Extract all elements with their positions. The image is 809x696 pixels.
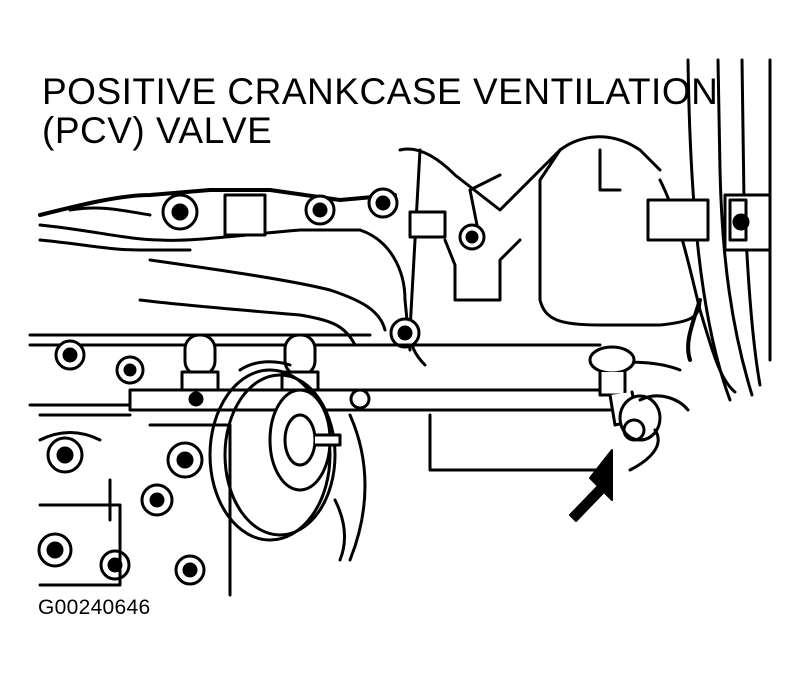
callout-title-line-1: POSITIVE CRANKCASE VENTILATION — [42, 71, 719, 112]
pcv-valve — [588, 345, 690, 472]
figure-id-label: G00240646 — [38, 596, 151, 619]
pulley — [208, 360, 367, 562]
callout-bracket — [428, 413, 602, 472]
left-bolts — [37, 339, 232, 597]
callout-title: POSITIVE CRANKCASE VENTILATION (PCV) VAL… — [42, 72, 718, 150]
hose-clamp — [646, 193, 772, 252]
pointer-arrow — [569, 449, 613, 522]
upper-bolts — [161, 187, 486, 349]
upper-bracket — [38, 188, 447, 352]
valve-cover-outline — [398, 135, 702, 367]
callout-title-line-2: (PCV) VALVE — [42, 110, 273, 151]
